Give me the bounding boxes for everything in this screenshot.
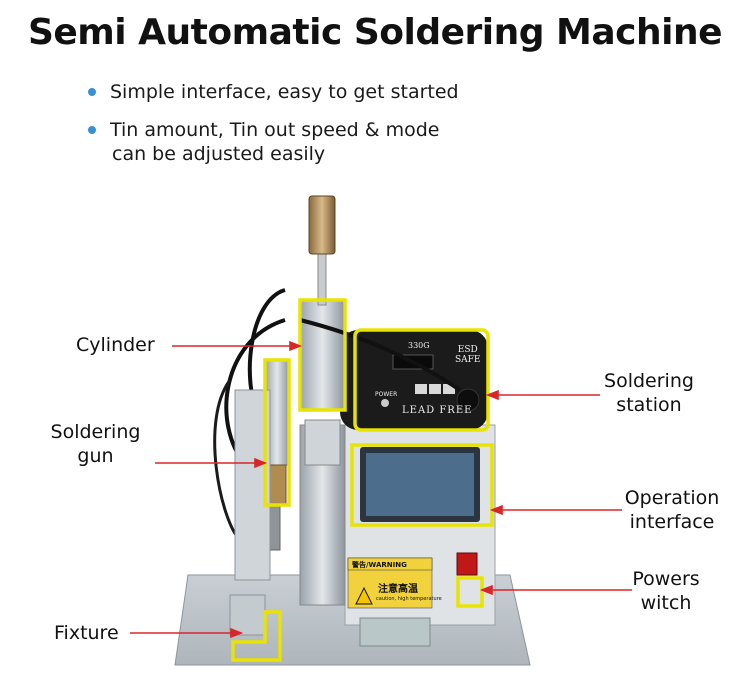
cylinder-body [299,299,346,411]
label-power-switch: Powers witch [632,568,700,614]
cylinder-cap [308,195,336,255]
bullet-dot-icon [88,88,96,96]
station-power-label: POWER [375,391,398,398]
feature-text-1: Simple interface, easy to get started [110,81,459,103]
pointer-arrows [130,340,632,639]
warning-main: 注意高温 [378,584,418,595]
warning-header: 警告/WARNING [352,561,407,569]
bullet-dot-icon [88,126,96,134]
label-cylinder: Cylinder [76,334,155,356]
label-soldering-station: Soldering station [604,370,694,416]
label-operation-interface: Operation interface [624,487,720,533]
switch-highlight [456,576,484,608]
feature-text-2: Tin amount, Tin out speed & mode [110,119,440,141]
feature-bullet-2-cont: can be adjusted easily [112,142,325,166]
label-soldering-gun: Soldering gun [50,421,141,467]
highlight-boxes [231,298,494,662]
station-lead-free: LEAD FREE [402,405,473,416]
warning-sub: caution, high temperature [376,596,442,602]
fixture-highlight [231,610,282,662]
station-model: 330G [408,341,430,350]
gun-highlight [263,358,291,507]
station-highlight [353,328,490,432]
cylinder-highlight [298,298,347,412]
interface-highlight [350,443,494,527]
power-switch-body [456,552,478,576]
page-title: Semi Automatic Soldering Machine [27,12,723,53]
feature-text-3: can be adjusted easily [112,143,326,165]
label-fixture: Fixture [54,622,119,644]
